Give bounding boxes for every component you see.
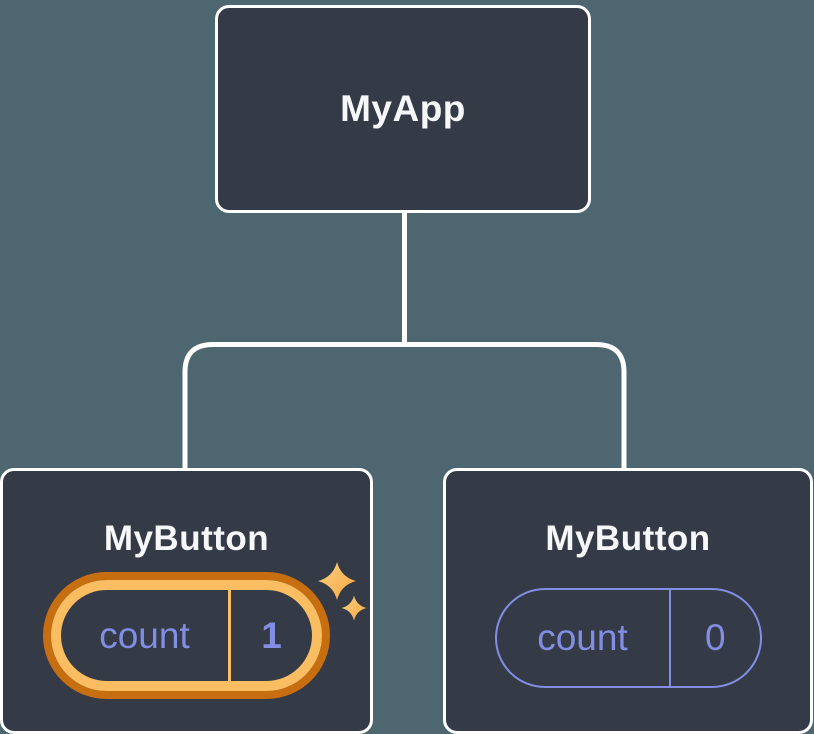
node-mybutton-highlighted: MyButton count 1 xyxy=(0,468,373,734)
node-myapp: MyApp xyxy=(215,5,591,213)
node-myapp-label: MyApp xyxy=(340,88,466,129)
node-label: MyButton xyxy=(103,519,270,558)
state-key: count xyxy=(99,614,190,656)
state-key: count xyxy=(537,617,628,658)
state-pill-divider xyxy=(228,590,231,681)
state-pill-highlighted: count 1 xyxy=(51,580,322,691)
sparkles-icon xyxy=(318,562,367,621)
node-mybutton-normal: MyButton count 0 xyxy=(443,468,813,734)
connector-children-bracket xyxy=(182,342,627,470)
state-value: 0 xyxy=(704,617,726,658)
state-pill: count 0 xyxy=(494,588,762,688)
node-label: MyButton xyxy=(545,519,711,558)
state-pill-divider xyxy=(668,590,671,686)
sparkle-large-icon xyxy=(318,562,356,600)
sparkle-small-icon xyxy=(341,595,367,621)
state-value: 1 xyxy=(261,614,282,656)
